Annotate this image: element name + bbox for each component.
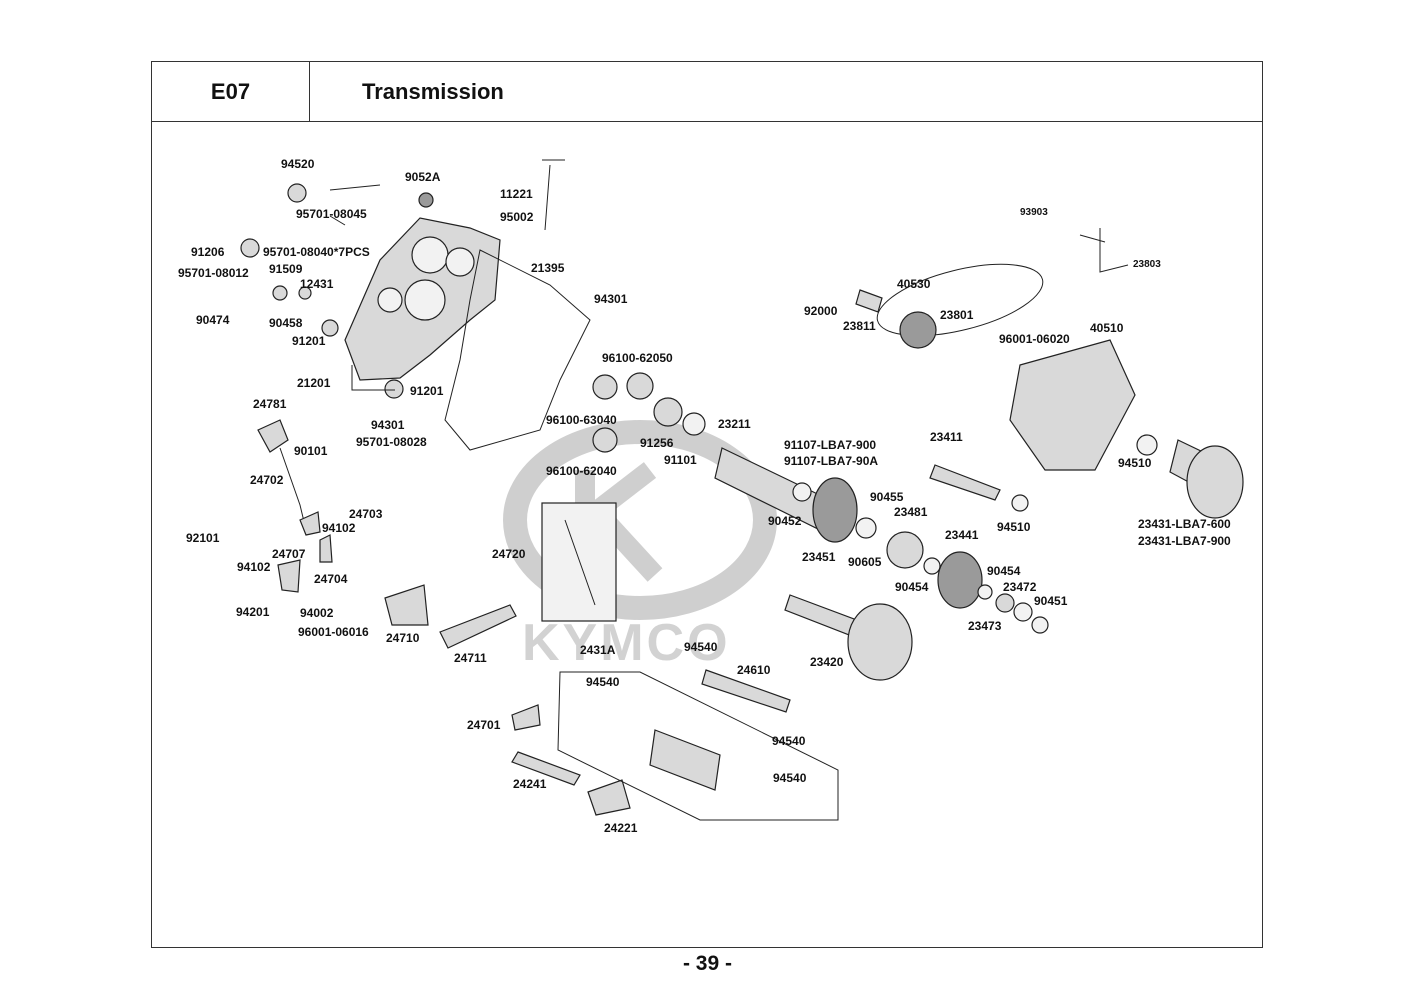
callout-label: 21395 (531, 261, 565, 275)
callout-label: 24711 (454, 651, 487, 665)
callout-label: 94510 (997, 520, 1031, 534)
callout-label: 90451 (1034, 594, 1068, 608)
callout-label: 24702 (250, 473, 284, 487)
callout-label: 96100-62050 (602, 351, 673, 365)
section-title: Transmission (309, 61, 1263, 122)
callout-label: 23803 (1133, 259, 1161, 270)
callout-label: 94002 (300, 606, 334, 620)
callout-label: 90452 (768, 514, 802, 528)
callout-label: 94510 (1118, 456, 1152, 470)
callout-label: 95002 (500, 210, 534, 224)
callout-label: 95701-08028 (356, 435, 427, 449)
callout-label: 24710 (386, 631, 420, 645)
callout-label: 92000 (804, 304, 838, 318)
callout-label: 2431A (580, 643, 616, 657)
callout-label: 95701-08045 (296, 207, 367, 221)
callout-label: 91206 (191, 245, 225, 259)
callout-label: 24707 (272, 547, 306, 561)
callout-label: 91107-LBA7-900 (784, 438, 876, 452)
callout-label: 90101 (294, 444, 328, 458)
callout-label: 90474 (196, 313, 230, 327)
callout-label: 23431-LBA7-900 (1138, 534, 1231, 548)
callout-label: 94301 (594, 292, 628, 306)
callout-label: 12431 (300, 277, 334, 291)
callout-label: 96100-63040 (546, 413, 617, 427)
callout-label: 90455 (870, 490, 904, 504)
callout-labels: 94520 9052A 11221 95701-08045 95002 9120… (178, 157, 1231, 835)
callout-label: 94520 (281, 157, 315, 171)
gear-shafts-group (592, 228, 1244, 681)
callout-label: 94301 (371, 418, 405, 432)
callout-label: 91509 (269, 262, 303, 276)
callout-label: 96001-06020 (999, 332, 1070, 346)
callout-label: 94540 (586, 675, 620, 689)
callout-label: 23211 (718, 417, 751, 431)
callout-label: 24221 (604, 821, 638, 835)
watermark-text: KYMCO (522, 614, 731, 672)
callout-label: 94102 (322, 521, 356, 535)
callout-label: 24704 (314, 572, 348, 586)
callout-label: 24720 (492, 547, 526, 561)
callout-label: 40530 (897, 277, 931, 291)
callout-label: 23441 (945, 528, 979, 542)
callout-label: 96100-62040 (546, 464, 617, 478)
callout-label: 91107-LBA7-90A (784, 454, 878, 468)
callout-label: 23811 (843, 319, 876, 333)
callout-label: 90454 (987, 564, 1021, 578)
callout-label: 90454 (895, 580, 929, 594)
callout-label: 23801 (940, 308, 974, 322)
callout-label: 24703 (349, 507, 383, 521)
callout-label: 90605 (848, 555, 882, 569)
page-number: - 39 - (682, 952, 732, 975)
callout-label: 92101 (186, 531, 220, 545)
callout-label: 94102 (237, 560, 271, 574)
callout-label: 9052A (405, 170, 441, 184)
callout-label: 91256 (640, 436, 674, 450)
callout-label: 93903 (1020, 207, 1048, 218)
callout-label: 91101 (664, 453, 697, 467)
callout-label: 91201 (410, 384, 444, 398)
callout-label: 23431-LBA7-600 (1138, 517, 1231, 531)
callout-label: 23472 (1003, 580, 1037, 594)
callout-label: 96001-06016 (298, 625, 369, 639)
callout-label: 21201 (297, 376, 331, 390)
transmission-cover-group (240, 159, 591, 451)
callout-label: 90458 (269, 316, 303, 330)
callout-label: 40510 (1090, 321, 1124, 335)
callout-label: 94540 (772, 734, 806, 748)
callout-label: 23411 (930, 430, 963, 444)
callout-label: 94540 (684, 640, 718, 654)
callout-label: 11221 (500, 187, 533, 201)
callout-label: 23481 (894, 505, 928, 519)
callout-label: 24701 (467, 718, 501, 732)
callout-label: 91201 (292, 334, 326, 348)
callout-label: 95701-08040*7PCS (263, 245, 370, 259)
callout-label: 24241 (513, 777, 547, 791)
callout-label: 23473 (968, 619, 1002, 633)
shift-mechanism-group (257, 419, 839, 821)
callout-label: 94201 (236, 605, 270, 619)
callout-label: 23420 (810, 655, 844, 669)
callout-label: 24781 (253, 397, 287, 411)
callout-label: 24610 (737, 663, 771, 677)
section-code: E07 (151, 61, 310, 122)
callout-label: 95701-08012 (178, 266, 249, 280)
callout-label: 94540 (773, 771, 807, 785)
callout-label: 23451 (802, 550, 836, 564)
